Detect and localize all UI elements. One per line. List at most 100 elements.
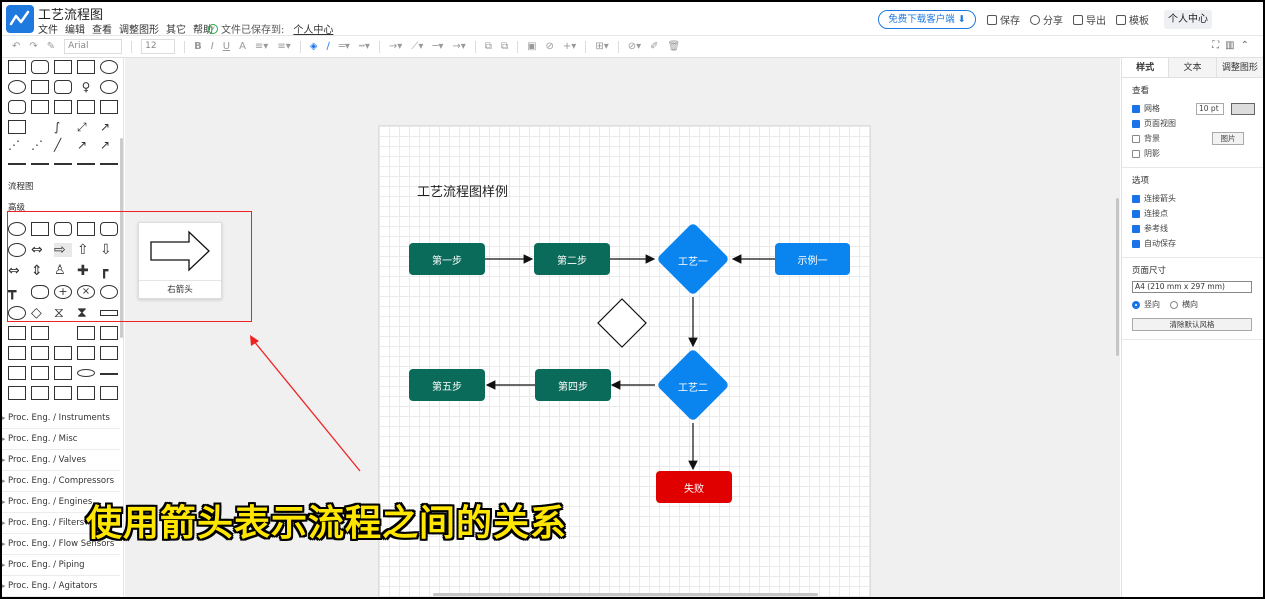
category-piping[interactable]: Proc. Eng. / Piping [2,555,120,576]
node-step1[interactable]: 第一步 [409,243,485,275]
category-compressors[interactable]: Proc. Eng. / Compressors [2,471,120,492]
xor-icon[interactable]: × [77,285,95,299]
shape-item[interactable] [54,366,72,380]
shape-item[interactable] [77,222,95,236]
node-fail[interactable]: 失败 [656,471,732,503]
image-icon[interactable]: ▣ [527,41,537,52]
redo-icon[interactable]: ↷ [29,41,38,52]
grid-checkbox[interactable] [1132,104,1140,113]
table-icon[interactable]: ⊞▾ [595,41,609,52]
node-step4[interactable]: 第四步 [535,369,611,401]
grid-color-swatch[interactable] [1231,102,1255,115]
shadow-checkbox[interactable] [1132,149,1140,158]
hourglass-icon[interactable]: ⧖ [54,306,72,320]
line-width-icon[interactable]: ═▾ [338,41,350,52]
shape-item[interactable] [31,366,49,380]
shape-item[interactable] [8,80,26,94]
shape-item[interactable] [31,163,49,165]
menu-view[interactable]: 查看 [92,25,112,36]
person-shape-icon[interactable]: ♀ [77,80,95,94]
cylinder-icon[interactable] [31,285,49,299]
shape-item[interactable] [8,306,26,320]
shape-item[interactable] [54,386,72,400]
autosave-checkbox[interactable] [1132,239,1140,248]
menu-help[interactable]: 帮助 [193,25,213,36]
node-step2[interactable]: 第二步 [534,243,610,275]
shape-item[interactable] [77,386,95,400]
canvas-vertical-scrollbar[interactable] [1116,198,1119,356]
right-arrow-icon[interactable]: ⇨ [54,243,72,257]
bold-icon[interactable]: B [194,41,202,52]
left-right-arrow-icon[interactable]: ⇔ [8,264,26,278]
shape-item[interactable] [100,310,118,316]
dashed-line-icon[interactable]: ⋰ [8,138,26,152]
shape-item[interactable] [100,163,118,165]
connector-icon[interactable]: →▾ [388,41,403,52]
shape-item[interactable] [31,120,49,134]
canvas-horizontal-scrollbar[interactable] [433,593,818,596]
shape-item[interactable] [100,80,118,94]
shape-item[interactable] [31,60,49,74]
category-instruments[interactable]: Proc. Eng. / Instruments [2,408,120,429]
shape-item[interactable] [54,222,72,236]
shape-item[interactable] [8,243,26,257]
tab-style[interactable]: 样式 [1122,58,1169,77]
diamond-icon[interactable]: ◇ [31,306,49,320]
user-center-button[interactable]: 个人中心 [1164,10,1212,29]
background-image-button[interactable]: 图片 [1212,132,1244,145]
section-flowchart[interactable]: 流程图 [8,182,34,192]
line-style-icon[interactable]: ┅▾ [358,41,370,52]
up-down-arrow-icon[interactable]: ⇕ [31,264,49,278]
edit-style-icon[interactable]: ✐ [650,41,659,52]
section-advanced[interactable]: 高级 [8,203,26,213]
shape-item[interactable] [31,346,49,360]
save-location-link[interactable]: 个人中心 [293,25,334,36]
tee-icon[interactable]: ┳ [8,285,26,299]
down-arrow-icon[interactable]: ⇩ [100,243,118,257]
line-end-icon[interactable]: →▾ [452,41,466,52]
export-button[interactable]: 导出 [1073,12,1106,27]
shape-item[interactable] [8,366,26,380]
double-arrow-icon[interactable]: ⤢ [77,120,95,134]
shape-item[interactable] [77,60,95,74]
insert-icon[interactable]: +▾ [562,41,577,52]
shape-item[interactable] [8,60,26,74]
page-view-checkbox[interactable] [1132,119,1140,128]
category-agitators[interactable]: Proc. Eng. / Agitators [2,576,120,597]
fullscreen-icon[interactable]: ⛶ [1212,40,1220,51]
italic-icon[interactable]: I [210,41,214,52]
undo-icon[interactable]: ↶ [12,41,21,52]
curve-shape-icon[interactable]: ∫ [54,120,72,134]
shape-item[interactable] [77,346,95,360]
shape-item[interactable] [54,346,72,360]
shape-item[interactable] [100,285,118,299]
font-family-select[interactable]: Arial [64,39,123,54]
waypoint-icon[interactable]: ⟋▾ [411,41,424,52]
shape-item[interactable] [31,386,49,400]
connection-points-checkbox[interactable] [1132,209,1140,218]
shape-item[interactable] [31,326,49,340]
shape-item[interactable] [100,222,118,236]
shape-item[interactable] [77,369,95,377]
shape-item[interactable] [54,60,72,74]
delete-icon[interactable]: 🗑 [667,41,681,52]
to-back-icon[interactable]: ⧉ [500,41,509,52]
diagram-page[interactable] [378,125,871,599]
underline-icon[interactable]: U [222,41,231,52]
shape-item[interactable] [100,60,118,74]
save-button[interactable]: 保存 [987,12,1020,27]
download-client-button[interactable]: 免费下载客户端 ⬇ [878,10,976,29]
shape-item[interactable] [100,100,118,114]
shape-item[interactable] [31,100,49,114]
diagram-title[interactable]: 工艺流程图样例 [417,185,509,200]
app-title[interactable]: 工艺流程图 [38,8,104,23]
shape-item[interactable] [54,163,72,165]
share-button[interactable]: 分享 [1030,12,1063,27]
person-icon[interactable]: ♙ [54,264,72,278]
or-icon[interactable]: + [54,285,72,299]
connect-arrows-checkbox[interactable] [1132,194,1140,203]
arrow-line-icon[interactable]: ↗ [100,138,118,152]
reset-style-button[interactable]: 清除默认风格 [1132,318,1252,331]
shape-item[interactable] [31,80,49,94]
dotted-line-icon[interactable]: ⋰ [31,138,49,152]
